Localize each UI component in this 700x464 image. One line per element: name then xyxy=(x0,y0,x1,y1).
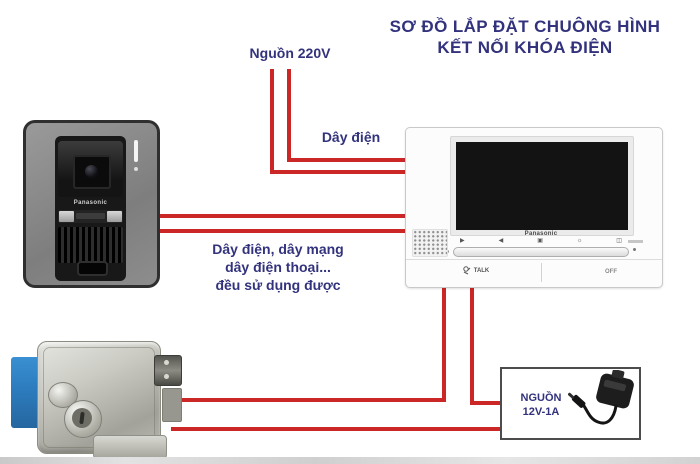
doorbell-side-dot xyxy=(134,167,138,171)
wire-camera-to-monitor-1 xyxy=(157,214,405,218)
wire-camera-to-monitor-2 xyxy=(157,229,405,233)
screen-icon: ▣ xyxy=(537,238,543,244)
power-source-label: Nguồn 220V xyxy=(249,45,331,61)
wire-monitor-to-adapter-vertical xyxy=(470,288,474,404)
doorbell-model-strip xyxy=(58,210,123,223)
monitor-button-bar xyxy=(453,247,629,257)
monitor-talk-button: TALK xyxy=(436,266,516,275)
brightness-icon: ☼ xyxy=(576,238,583,244)
diagram-title: SƠ ĐỒ LẮP ĐẶT CHUÔNG HÌNH KẾT NỐI KHÓA Đ… xyxy=(355,16,695,58)
model-strip-patch-left xyxy=(59,211,74,222)
wire-220v-right-vertical xyxy=(287,69,291,162)
monitor-panel-divider-horizontal xyxy=(406,259,662,260)
latch-bolt-bottom xyxy=(164,374,169,379)
electric-lock xyxy=(10,340,182,459)
latch-bolt-top xyxy=(164,360,169,365)
video-intercom-monitor: Panasonic ▶ ◀ ▣ ☼ ◫ TALK OFF xyxy=(405,127,663,288)
lock-cylinder-core xyxy=(72,408,92,428)
wire-lock-to-adapter xyxy=(171,427,502,431)
doorbell-camera-body: Panasonic xyxy=(55,136,126,281)
wire-note-line3: đều sử dụng được xyxy=(215,277,341,293)
monitor-model-print xyxy=(628,240,643,243)
wire-note-line2: dây điện thoại... xyxy=(225,259,331,275)
adapter-label: NGUỒN 12V-1A xyxy=(508,391,574,419)
doorbell-brand-label: Panasonic xyxy=(73,200,108,206)
camera-lens-housing xyxy=(58,141,123,197)
wire-monitor-to-lock-vertical xyxy=(442,288,446,402)
camera-lens xyxy=(73,155,111,189)
talk-icon xyxy=(463,266,471,275)
lock-bottom-bracket xyxy=(93,435,167,459)
monitor-screen-frame xyxy=(450,136,634,236)
play-icon: ▶ xyxy=(460,238,465,244)
photo-bottom-edge xyxy=(0,457,700,464)
diagram-title-line2: KẾT NỐI KHÓA ĐIỆN xyxy=(437,38,613,57)
adapter-label-line1: NGUỒN xyxy=(520,392,562,404)
adapter-label-line2: 12V-1A xyxy=(522,406,560,418)
wire-220v-right-horizontal xyxy=(287,158,405,162)
power-adapter-box: NGUỒN 12V-1A xyxy=(500,367,641,440)
lock-latch-mechanism xyxy=(154,355,182,386)
talk-button-label: TALK xyxy=(473,267,490,274)
keyhole-icon xyxy=(79,411,85,425)
doorbell-call-button xyxy=(77,261,108,276)
monitor-brand-label: Panasonic xyxy=(524,231,558,237)
doorbell-camera-station: Panasonic xyxy=(23,120,160,288)
power-adapter-icon xyxy=(568,370,634,425)
monitor-panel-divider-vertical xyxy=(541,263,542,282)
model-strip-text xyxy=(76,213,105,219)
monitor-off-button: OFF xyxy=(605,269,617,275)
monitor-control-icon-row: ▶ ◀ ▣ ☼ ◫ xyxy=(460,238,622,245)
wire-monitor-to-adapter-horizontal xyxy=(470,401,502,405)
lock-knob xyxy=(48,382,78,408)
lock-strike-block xyxy=(162,388,182,422)
speaker-icon: ◀ xyxy=(498,238,504,244)
wire-220v-left-vertical xyxy=(270,69,274,174)
monitor-indicator-dot-right xyxy=(633,248,636,251)
lock-key-cylinder xyxy=(64,400,102,438)
model-strip-patch-right xyxy=(107,211,122,222)
wire-220v-left-horizontal xyxy=(270,170,405,174)
wire-monitor-to-lock-horizontal xyxy=(171,398,446,402)
doorbell-speaker-grille xyxy=(58,227,123,263)
camera-lens-glass xyxy=(85,165,98,178)
diagram-title-line1: SƠ ĐỒ LẮP ĐẶT CHUÔNG HÌNH xyxy=(389,17,661,36)
wire-note-line1: Dây điện, dây mạng xyxy=(212,241,344,257)
monitor-screen xyxy=(456,142,628,230)
monitor-speaker-grille xyxy=(412,229,448,257)
wire-label: Dây điện xyxy=(321,129,381,145)
lock-body xyxy=(37,341,182,459)
wire-type-note: Dây điện, dây mạng dây điện thoại... đều… xyxy=(180,240,376,294)
doorbell-side-indicator xyxy=(134,140,138,162)
door-release-icon: ◫ xyxy=(616,238,622,244)
